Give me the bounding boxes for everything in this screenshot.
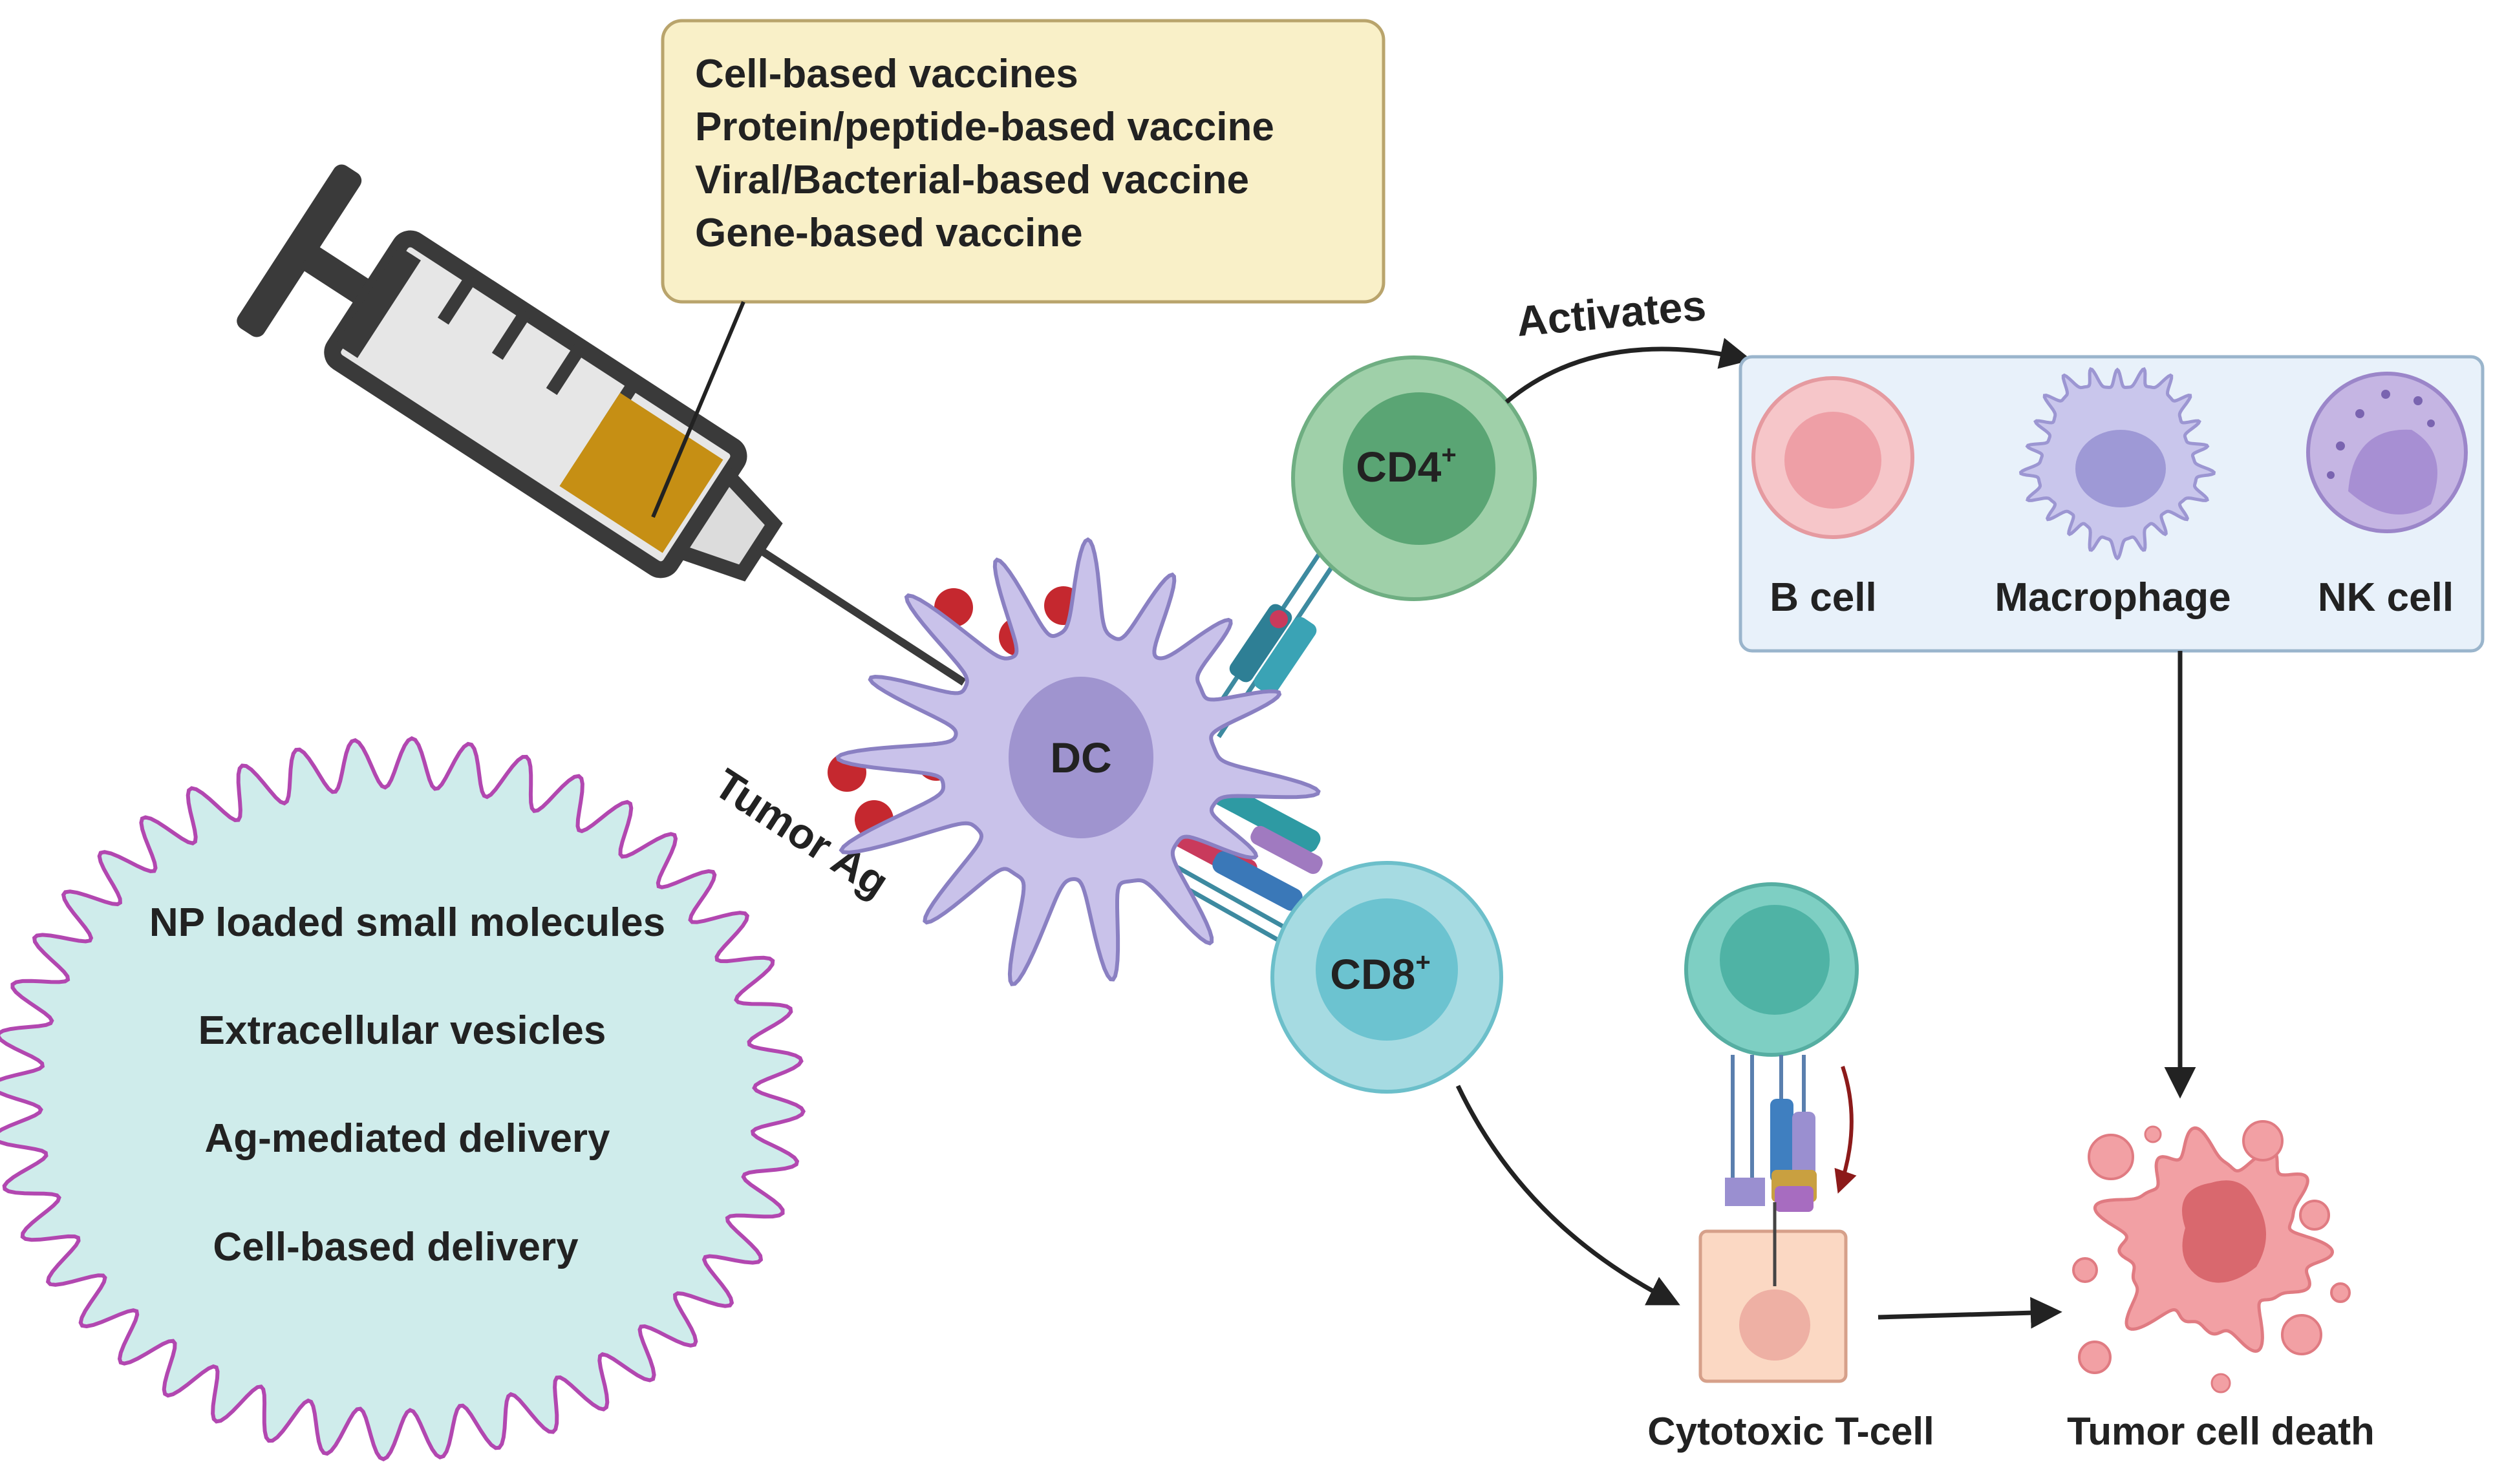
vaccine-type-cell-based: Cell-based vaccines [695,52,1078,96]
vaccine-type-protein-peptide: Protein/peptide-based vaccine [695,105,1274,149]
vaccine-type-viral-bacterial: Viral/Bacterial-based vaccine [695,158,1249,202]
vaccine-types-box [661,19,1386,304]
macrophage-icon [2018,367,2216,561]
cytotoxic-t-cell-label: Cytotoxic T-cell [1647,1410,1934,1453]
cd4-label: CD4+ [1356,441,1456,491]
cd4-nucleus [1343,392,1495,545]
dendritic-cell-nucleus [1009,677,1153,838]
dc-label: DC [1050,734,1111,781]
cd8-t-cell [1270,861,1503,1094]
tumor-cell-death-label: Tumor cell death [2067,1410,2375,1453]
cytotoxic-t-cell-icon [1684,882,1859,1212]
cd4-t-cell [1291,355,1537,601]
target-cell-icon [1698,1202,1848,1383]
effector-label-b-cell: B cell [1770,575,1876,620]
nk-cell-icon [2306,372,2468,533]
syringe-icon [237,164,967,686]
activates-arrow [1504,337,1752,404]
cd8-label: CD8+ [1330,948,1430,998]
cd8-to-cytotoxic-arrow [1455,1085,1680,1306]
delivery-ag-mediated: Ag-mediated delivery [204,1116,610,1161]
effector-label-macrophage: Macrophage [1995,575,2231,620]
effector-label-nk-cell: NK cell [2318,575,2454,620]
delivery-extracellular-vesicles: Extracellular vesicles [198,1008,606,1053]
dying-tumor-cell-icon [2072,1120,2351,1394]
cytotoxic-to-tumor-arrow [1878,1297,2062,1329]
vaccine-type-gene-based: Gene-based vaccine [695,211,1083,255]
activates-label: Activates [1515,281,1708,345]
delivery-np-small-molecules: NP loaded small molecules [149,900,665,945]
delivery-cell-based: Cell-based delivery [213,1225,579,1269]
dendritic-cell [835,537,1321,986]
cd8-nucleus [1316,898,1458,1041]
delivery-methods-cloud [0,736,806,1461]
b-cell-icon [1751,376,1914,539]
vaccine-box-connector [651,301,745,518]
